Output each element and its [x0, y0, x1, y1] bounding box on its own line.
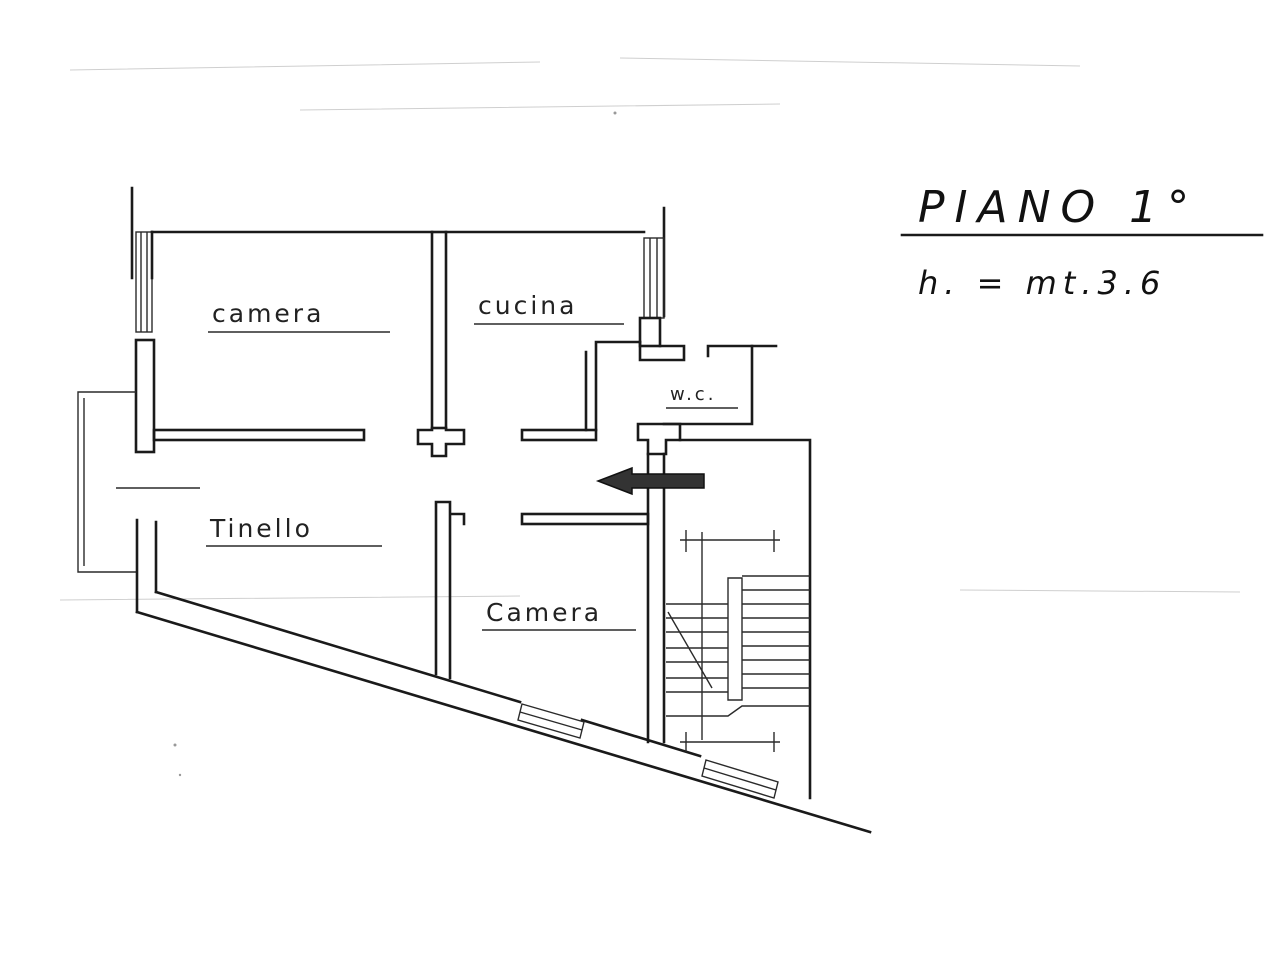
room-label-camera-bottom: Camera	[486, 598, 602, 627]
scan-noise	[59, 57, 1241, 777]
floor-title: PIANO 1°	[918, 182, 1199, 233]
room-labels: camera cucina w.c. Tinello Camera	[206, 291, 738, 631]
interior-walls	[152, 230, 812, 800]
room-label-tinello: Tinello	[209, 514, 313, 543]
room-label-cucina: cucina	[478, 291, 577, 320]
diagonal-window-1	[517, 703, 585, 739]
entrance-arrow-icon	[595, 466, 705, 496]
room-label-wc: w.c.	[670, 384, 716, 405]
exterior-walls	[77, 186, 872, 834]
staircase-icon	[666, 530, 810, 752]
title-block: PIANO 1° h. = mt.3.6	[900, 182, 1264, 302]
ceiling-height-label: h. = mt.3.6	[918, 264, 1166, 302]
room-label-camera-top: camera	[212, 299, 324, 328]
diagonal-window-2	[701, 759, 779, 799]
